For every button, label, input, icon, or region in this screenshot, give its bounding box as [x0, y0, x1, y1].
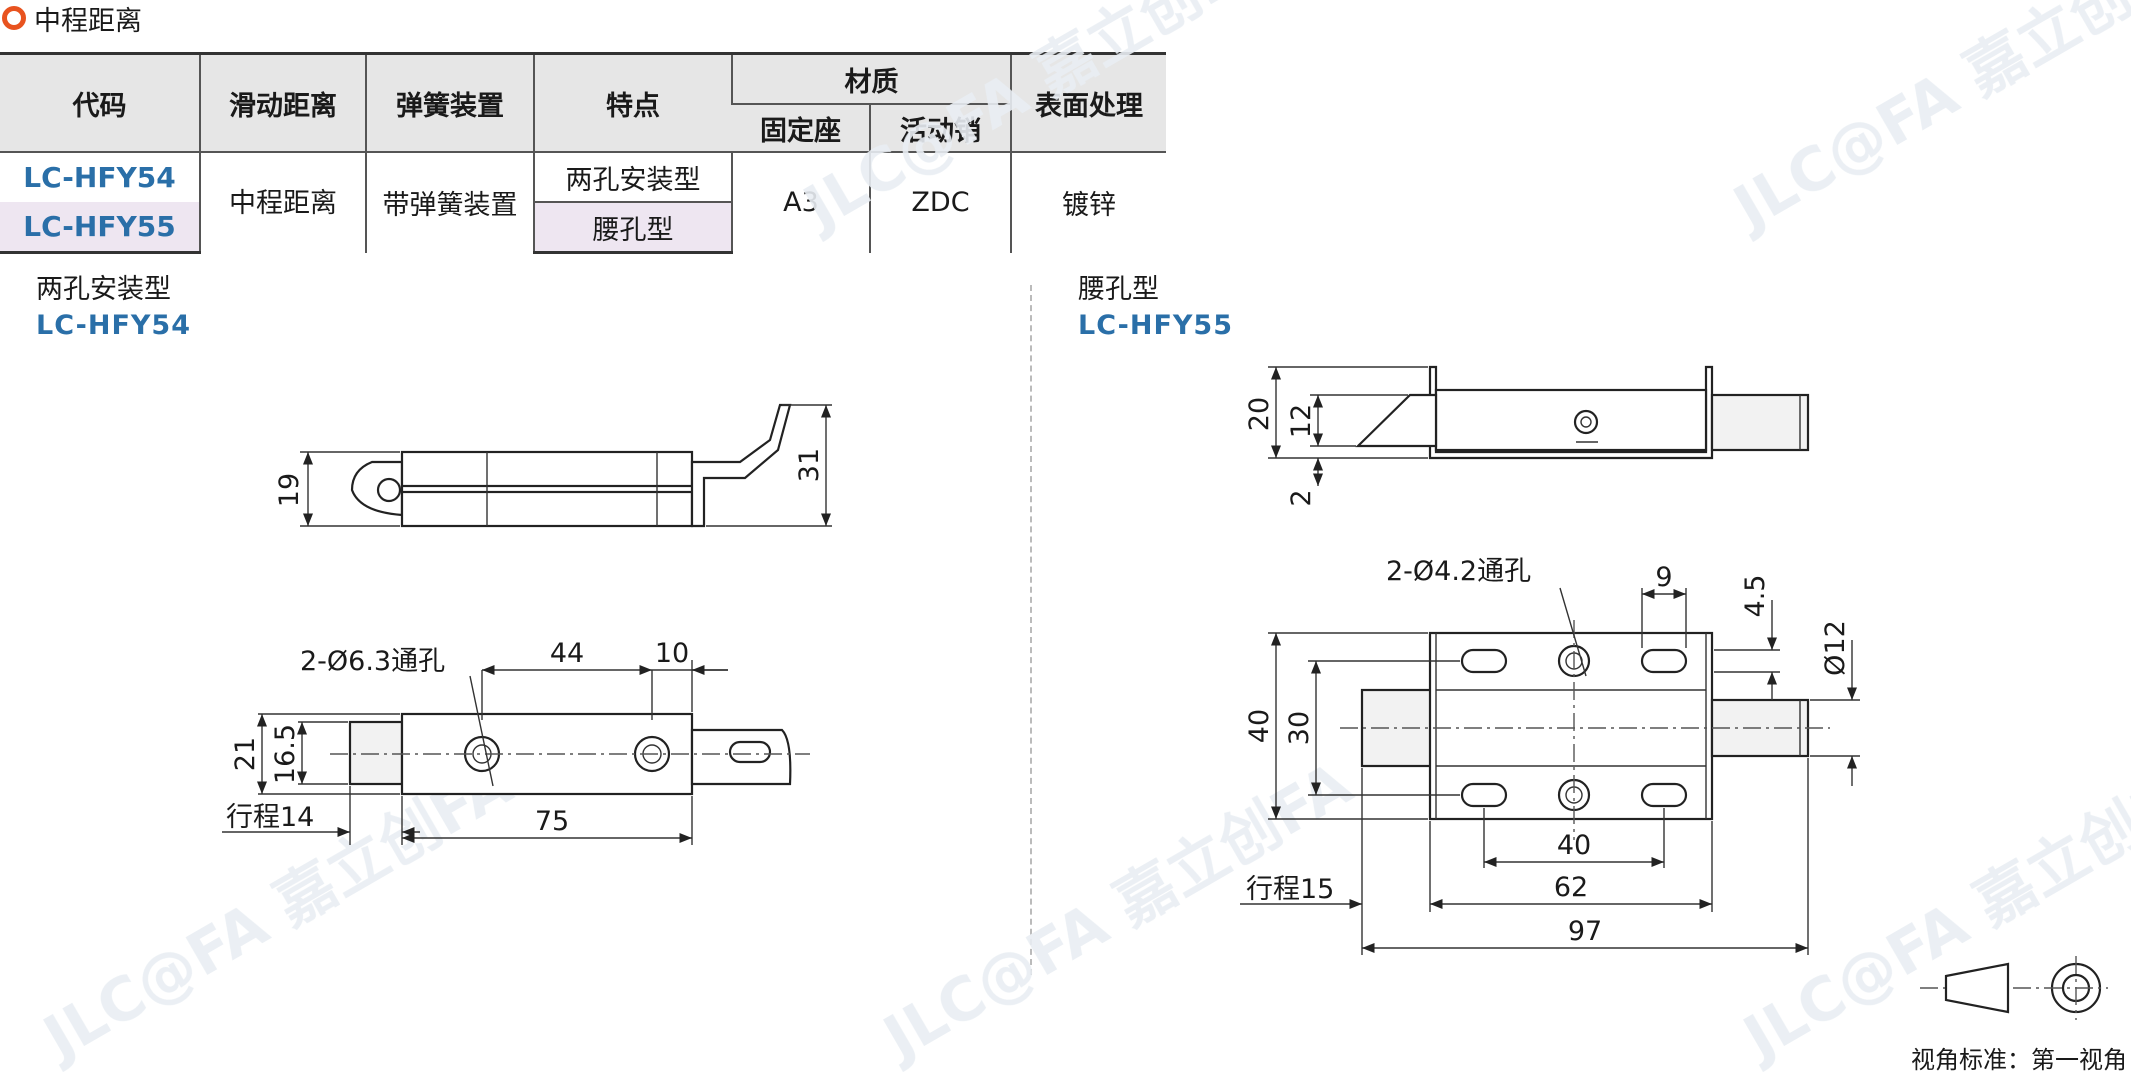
watermark-text: JLC@FA 嘉立创FA — [29, 749, 524, 1075]
right-hole-label: 2-Ø4.2通孔 — [1386, 556, 1531, 587]
row-code[interactable]: LC-HFY55 — [0, 202, 200, 254]
dim-31: 31 — [794, 448, 825, 482]
left-variant-code[interactable]: LC-HFY54 — [36, 310, 192, 341]
spec-table: 代码 滑动距离 弹簧装置 特点 材质 表面处理 固定座 活动销 LC-HFY54… — [0, 52, 1166, 254]
cell-surface: 镀锌 — [1010, 152, 1166, 253]
dim-12: 12 — [1286, 404, 1317, 438]
left-variant-name: 两孔安装型 — [36, 274, 171, 305]
header-material: 材质 — [731, 52, 1011, 105]
dim-16-5: 16.5 — [270, 724, 301, 784]
projection-symbol-icon — [1920, 956, 2108, 1020]
watermark-text: JLC@FA 嘉立创FA — [869, 749, 1364, 1075]
dim-19: 19 — [274, 473, 305, 507]
watermark-text: JLC@FA 嘉立创FA — [1719, 0, 2131, 245]
cell-slide-distance: 中程距离 — [199, 152, 366, 253]
dim-40-pitch: 40 — [1557, 830, 1591, 861]
section-bullet-icon — [2, 6, 26, 30]
cell-feature: 两孔安装型 — [533, 152, 732, 203]
cell-moving-pin: ZDC — [869, 152, 1011, 253]
watermark-text: JLC@FA 嘉立创FA — [1729, 749, 2131, 1075]
right-stroke: 行程15 — [1246, 874, 1334, 905]
header-surface: 表面处理 — [1010, 52, 1166, 153]
header-fixed-seat: 固定座 — [732, 103, 870, 153]
right-top-view: 20 12 2 — [1244, 365, 1810, 507]
projection-note: 视角标准：第一视角 — [1911, 1046, 2127, 1074]
right-variant-code[interactable]: LC-HFY55 — [1078, 310, 1234, 341]
right-variant-name: 腰孔型 — [1078, 274, 1159, 305]
header-feature: 特点 — [533, 52, 732, 153]
dim-dia-12: Ø12 — [1820, 620, 1851, 676]
dim-40-height: 40 — [1244, 709, 1275, 743]
dim-97: 97 — [1568, 916, 1602, 947]
dim-4-5: 4.5 — [1740, 575, 1771, 618]
right-front-view: 2-Ø4.2通孔 9 4.5 Ø12 40 30 40 — [1240, 556, 1860, 955]
right-variant-label: 腰孔型 LC-HFY55 — [1078, 272, 1233, 344]
cell-spring: 带弹簧装置 — [365, 152, 534, 253]
left-front-view: 2-Ø6.3通孔 44 10 21 16.5 行程14 75 — [222, 638, 810, 845]
view-divider — [1030, 285, 1032, 975]
cell-feature: 腰孔型 — [533, 202, 732, 254]
section-title: 中程距离 — [2, 0, 142, 37]
dim-75: 75 — [535, 806, 569, 837]
left-variant-label: 两孔安装型 LC-HFY54 — [36, 272, 191, 344]
dim-20: 20 — [1244, 397, 1275, 431]
section-title-text: 中程距离 — [34, 5, 142, 37]
left-top-view: 19 31 — [274, 403, 832, 528]
dim-10: 10 — [655, 638, 689, 669]
cell-slide-text: 中程距离 — [229, 188, 337, 220]
dim-44: 44 — [550, 638, 584, 669]
dim-21: 21 — [230, 737, 261, 771]
header-slide-distance: 滑动距离 — [199, 52, 366, 153]
left-hole-label: 2-Ø6.3通孔 — [300, 646, 445, 677]
header-code: 代码 — [0, 52, 200, 153]
header-spring: 弹簧装置 — [365, 52, 534, 153]
table-row: LC-HFY55 腰孔型 — [0, 202, 1166, 254]
watermark: JLC@FA 嘉立创FA JLC@FA 嘉立创FA JLC@FA 嘉立创FA J… — [29, 0, 2131, 1075]
dim-2: 2 — [1286, 489, 1317, 506]
left-stroke: 行程14 — [226, 802, 314, 833]
dim-9: 9 — [1655, 562, 1672, 593]
dim-62: 62 — [1554, 872, 1588, 903]
row-code[interactable]: LC-HFY54 — [23, 161, 176, 194]
table-row: LC-HFY54 中程距离 带弹簧装置 两孔安装型 A3 ZDC 镀锌 — [0, 152, 1166, 253]
cell-fixed-seat: A3 — [731, 152, 870, 253]
dim-30: 30 — [1284, 711, 1315, 745]
watermark-text: JLC@FA 嘉立创FA — [789, 0, 1284, 245]
cell-spring-text: 带弹簧装置 — [382, 190, 518, 222]
header-moving-pin: 活动销 — [869, 103, 1011, 153]
